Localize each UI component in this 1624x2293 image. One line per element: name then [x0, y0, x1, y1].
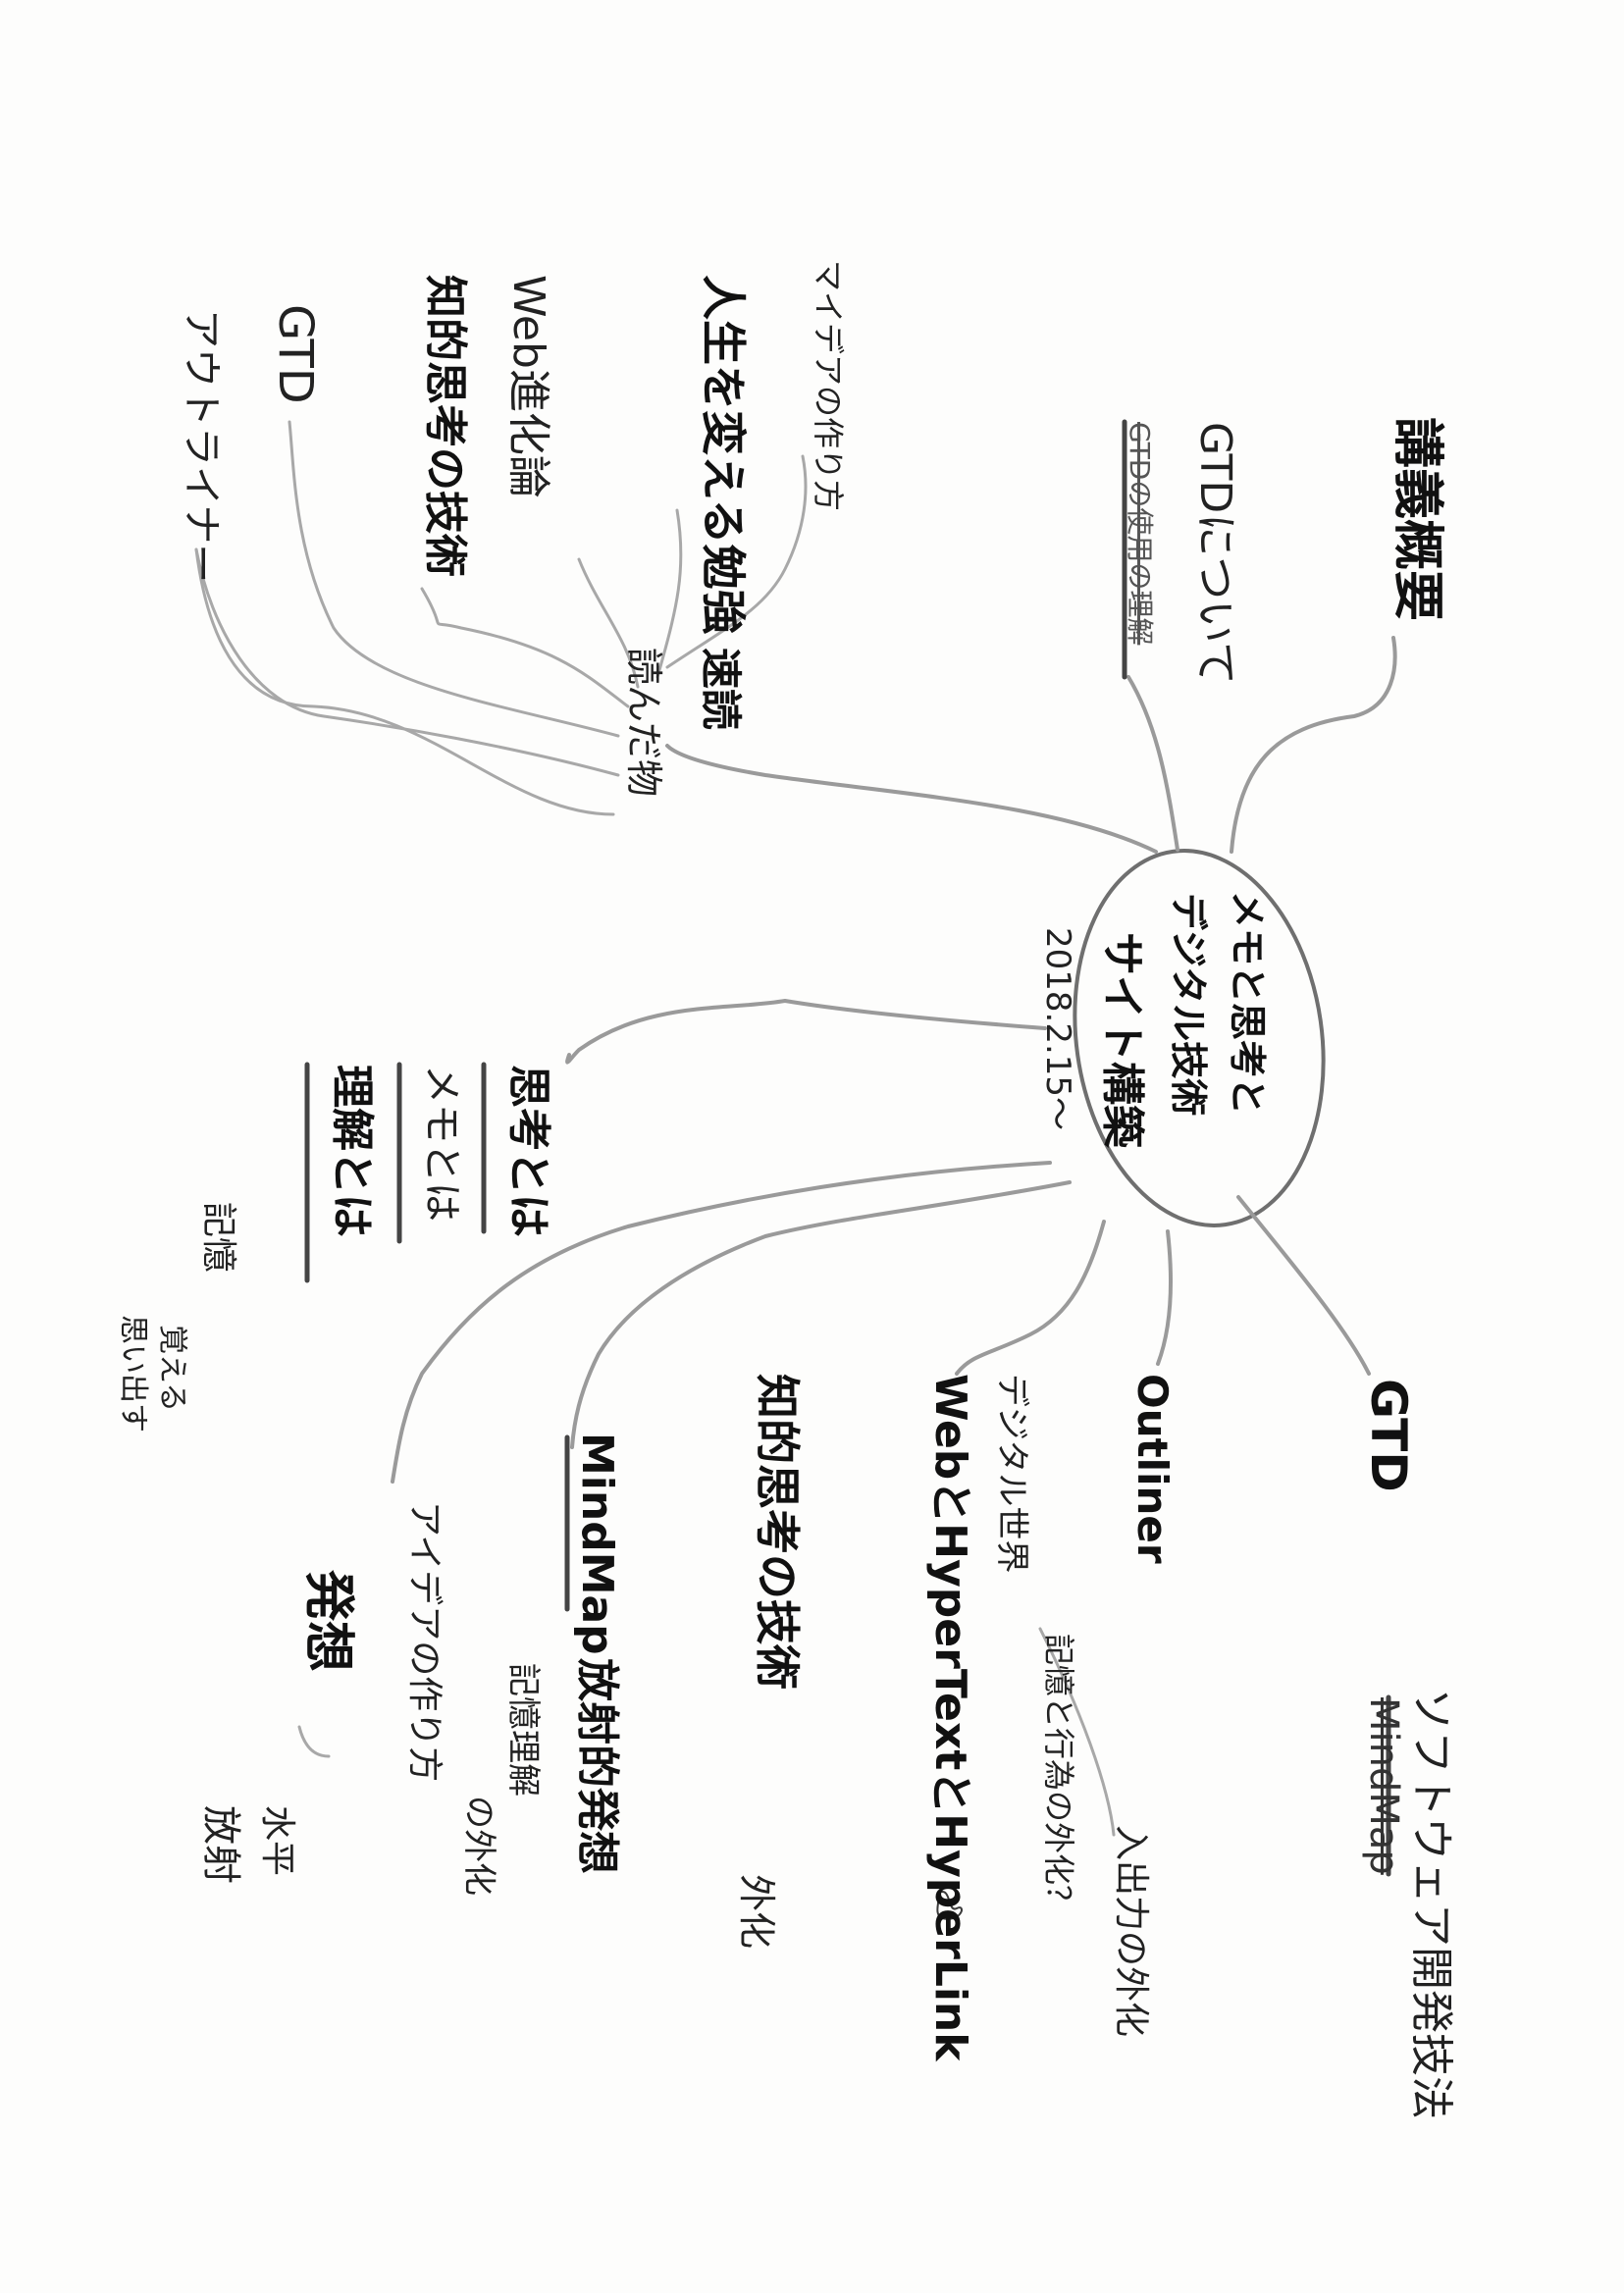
branch-hasso — [297, 1725, 331, 1758]
branch-gtd-about — [1126, 675, 1179, 852]
outliner-label: Outliner — [1128, 1374, 1177, 1564]
thinking-memory: 記憶 — [198, 1202, 238, 1274]
web-main: WebとHyperTextとHyperLink — [925, 1374, 975, 2061]
thinking-omoidasu: 思い出す — [116, 1315, 150, 1433]
hasso-label: 発想 — [298, 1570, 357, 1673]
input-out-label: 入出力の外化 — [1111, 1825, 1151, 2038]
branch-outliner — [1156, 1229, 1173, 1366]
branch-reading — [665, 744, 1158, 854]
branch-reading-3 — [577, 557, 640, 689]
branch-reading-6 — [194, 547, 620, 777]
reading-item-1: マイデアの作り方 — [810, 260, 847, 512]
thinking-kakushi: 覚える — [155, 1325, 189, 1413]
gaika-label: 外化 — [735, 1874, 778, 1950]
memory-note: 記憶と行為の外化？ — [1040, 1634, 1077, 1917]
center-oval — [1073, 849, 1326, 1227]
gtd-about: GTDについて — [1190, 422, 1240, 685]
center-line-2: デジタル技術 — [1167, 893, 1210, 1117]
branch-web — [955, 1220, 1106, 1376]
reading-item-2: 人生を変える勉強 — [697, 275, 750, 635]
thinking-item-2: メモとは — [419, 1065, 464, 1222]
lecture-title: 講義概要 — [1388, 417, 1446, 622]
branch-reading-5 — [288, 420, 620, 738]
scribble-mark — [936, 1890, 963, 1920]
idea-make: アイデアの作り方 — [404, 1501, 445, 1783]
reading-item-5: GTD — [268, 304, 323, 404]
hosha-label: 放射 — [198, 1805, 243, 1884]
suihei-label: 水平 — [257, 1805, 297, 1877]
gtd-struck: GTDの使用の理解 — [1124, 422, 1156, 646]
software-label: ソフトウェア開発技法 — [1406, 1688, 1456, 2119]
mindmap-struck: MindMap — [1361, 1697, 1406, 1875]
gtd-right: GTD — [1360, 1379, 1417, 1492]
kioku-rikai: 記憶理解 — [503, 1663, 543, 1797]
branch-reading-4 — [420, 587, 630, 708]
reading-item-6: アウトライナー — [179, 309, 224, 584]
branch-thinking — [565, 998, 1047, 1065]
web-title: デジタル世界 — [992, 1374, 1031, 1574]
thinking-item-1: 思考とは — [503, 1065, 553, 1237]
thinking-item-3: 理解とは — [327, 1065, 377, 1237]
center-date: 2018.2.15～ — [1038, 927, 1077, 1131]
branch-reading-2 — [655, 508, 683, 679]
center-line-3: サイト構築 — [1097, 932, 1147, 1148]
chiteki-label: 知的思考の技術 — [751, 1374, 804, 1690]
center-line-1: メモと思考と — [1226, 891, 1269, 1116]
branch-gtd-right — [1236, 1195, 1371, 1376]
hoshateki-label: 放射的発想 — [572, 1658, 622, 1874]
gaika2-label: の外化 — [459, 1796, 498, 1896]
reading-hub-sub: 読んだ物 — [622, 648, 665, 798]
branch-lecture — [1230, 636, 1397, 854]
mindmap-label: MindMap — [572, 1433, 622, 1655]
reading-item-3: Web進化論 — [503, 275, 553, 498]
branch-chiteki — [570, 1180, 1072, 1449]
branch-input-out — [1038, 1627, 1116, 1837]
branch-reading-1 — [665, 454, 808, 669]
branch-mindmap — [391, 1161, 1052, 1484]
reading-hub: 速読 — [697, 648, 745, 731]
reading-item-4: 知的思考の技術 — [420, 275, 470, 577]
branch-reading-7 — [194, 547, 615, 816]
